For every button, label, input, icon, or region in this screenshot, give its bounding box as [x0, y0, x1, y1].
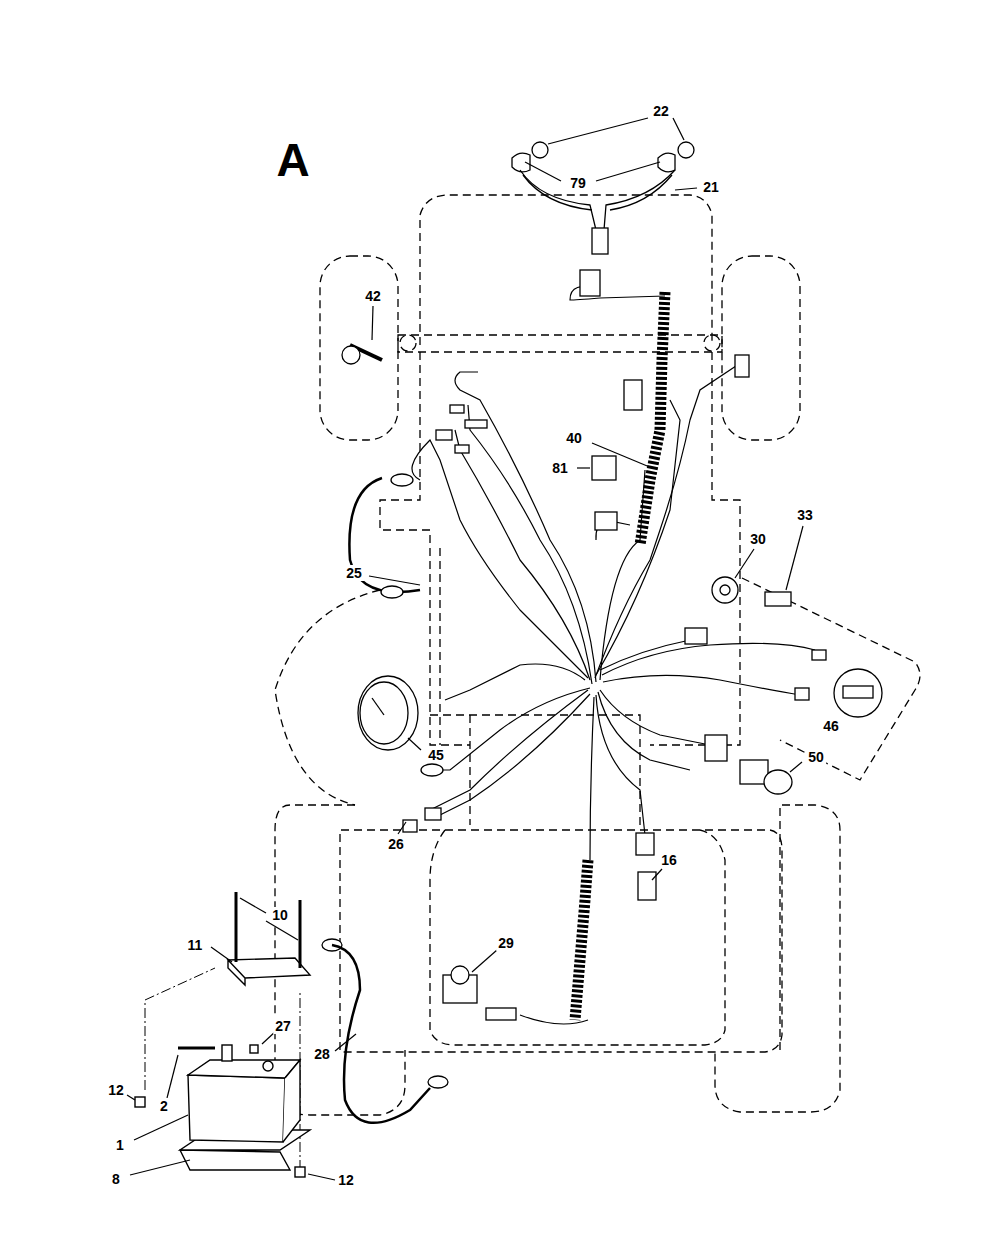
battery: [180, 1045, 310, 1170]
callout-number: 12: [106, 1082, 126, 1098]
switch: [765, 592, 791, 606]
callout-number: 46: [821, 718, 841, 734]
battery-cable: [332, 945, 430, 1123]
callout-number: 33: [795, 507, 815, 523]
alignment-line: [145, 968, 300, 1170]
callout-number: 27: [273, 1018, 293, 1034]
callout-number: 40: [564, 430, 584, 446]
relay: [592, 456, 616, 480]
callout-number: 21: [701, 179, 721, 195]
pto-switch: [740, 760, 792, 794]
spark-plug-boot: [342, 345, 382, 364]
callout-number: 22: [651, 103, 671, 119]
callout-number: 50: [806, 749, 826, 765]
callout-number: 79: [568, 175, 588, 191]
callout-number: 16: [659, 852, 679, 868]
wire-loom: [575, 292, 665, 1020]
leader-lines: [127, 118, 803, 1180]
callout-number: 1: [114, 1137, 126, 1153]
callout-number: 42: [363, 288, 383, 304]
callout-number: 29: [496, 935, 516, 951]
callout-number: 26: [386, 836, 406, 852]
terminals: [322, 270, 826, 1088]
wire-harness: [349, 287, 815, 1024]
callout-number: 25: [344, 565, 364, 581]
callout-number: 2: [158, 1098, 170, 1114]
figure-letter: A: [276, 135, 309, 185]
callout-number: 81: [550, 460, 570, 476]
callout-number: 28: [312, 1046, 332, 1062]
callout-number: 10: [270, 907, 290, 923]
ignition-switch: [712, 577, 738, 603]
tractor-outline: [275, 195, 920, 1115]
hour-meter: [834, 669, 882, 717]
callout-number: 8: [110, 1171, 122, 1187]
headlights: [512, 142, 694, 254]
callout-number: 30: [748, 531, 768, 547]
callout-number: 45: [426, 747, 446, 763]
callout-number: 12: [336, 1172, 356, 1188]
callout-number: 11: [186, 937, 205, 953]
hold-down: [135, 892, 310, 1177]
